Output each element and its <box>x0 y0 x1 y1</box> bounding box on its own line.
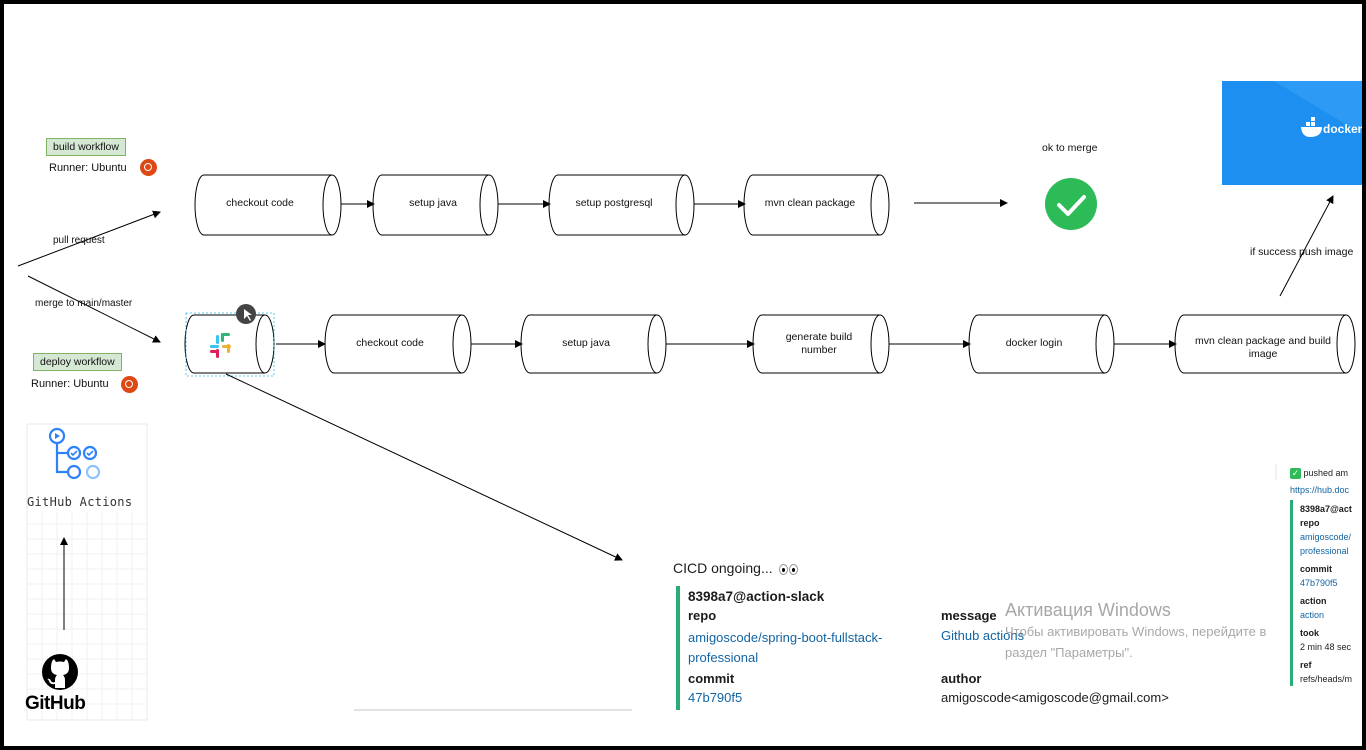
merge-arrow <box>27 275 161 343</box>
deploy-step-mvn-image: mvn clean package and build image <box>1194 335 1331 361</box>
slack-message-bar <box>676 586 680 710</box>
deploy-step-java: setup java <box>562 337 610 349</box>
deploy-workflow-tag: deploy workflow <box>33 353 122 371</box>
build-step-mvn: mvn clean package <box>764 197 856 209</box>
slack-author-value: amigoscode<amigoscode@gmail.com> <box>941 690 1169 705</box>
pull-request-arrow <box>17 210 161 267</box>
slack-message-link[interactable]: Github actions <box>941 628 1025 643</box>
deploy-step-checkout-shape <box>324 314 472 374</box>
ubuntu-icon <box>121 376 138 393</box>
slack-author-label: author <box>941 671 982 686</box>
merge-label: merge to main/master <box>35 298 133 309</box>
build-step-postgres: setup postgresql <box>575 197 653 209</box>
build-runner-label: Runner: Ubuntu <box>49 162 127 174</box>
deploy-step-mvn-image-shape <box>1174 314 1356 374</box>
windows-activation-title: Активация Windows <box>1005 600 1171 620</box>
slack-repo-label: repo <box>688 608 717 623</box>
diagram-canvas: build workflow Runner: Ubuntu pull reque… <box>4 4 1362 746</box>
build-workflow-tag: build workflow <box>46 138 126 156</box>
windows-activation-line: Чтобы активировать Windows, перейдите в <box>1005 624 1267 639</box>
ok-to-merge-label: ok to merge <box>1042 142 1098 154</box>
side-message-link[interactable]: https://hub.doc <box>1290 485 1350 495</box>
diagram-shapes <box>17 81 1362 721</box>
build-step-postgres-shape <box>548 174 695 236</box>
check-box-icon: ✓ <box>1290 468 1301 480</box>
build-step-java: setup java <box>409 197 457 209</box>
side-message-bar <box>1290 500 1293 686</box>
slack-sender: 8398a7@action-slack <box>688 589 825 604</box>
build-step-java-shape <box>372 174 499 236</box>
github-actions-icon <box>48 427 101 480</box>
ok-check-icon <box>1045 178 1097 230</box>
slack-commit-link[interactable]: 47b790f5 <box>688 690 743 705</box>
slack-logo-icon <box>210 333 231 358</box>
slack-notify-shape <box>184 312 275 377</box>
side-message-fields: 8398a7@act repo amigoscode/ professional… <box>1300 504 1353 684</box>
build-step-mvn-shape <box>743 174 890 236</box>
build-step-checkout: checkout code <box>226 197 294 209</box>
side-message-header: ✓ pushed am <box>1290 468 1349 480</box>
slack-message-title: CICD ongoing... <box>673 560 773 576</box>
deploy-step-buildnum-shape <box>752 314 890 374</box>
docker-wordmark: docker <box>1323 122 1362 136</box>
slack-repo-link[interactable]: amigoscode/spring-boot-fullstack- profes… <box>688 630 883 665</box>
slack-message-card: CICD ongoing... <box>673 560 1213 576</box>
push-image-label: if success push image <box>1250 246 1354 258</box>
deploy-step-build-number: generate build number <box>785 331 853 357</box>
cursor-indicator <box>236 304 256 324</box>
pull-request-label: pull request <box>53 235 105 246</box>
github-actions-label: GitHub Actions <box>27 495 133 509</box>
github-wordmark: GitHub <box>25 693 86 714</box>
deploy-step-java-shape <box>520 314 667 374</box>
eyes-emoji-icon <box>778 560 798 576</box>
docker-hub-panel <box>1222 81 1362 185</box>
docker-whale-icon <box>1301 117 1322 137</box>
slack-message-label: message <box>941 608 997 623</box>
deploy-runner-label: Runner: Ubuntu <box>31 378 109 390</box>
slack-commit-label: commit <box>688 671 735 686</box>
deploy-step-docker-login: docker login <box>1005 337 1063 349</box>
windows-activation-line: раздел "Параметры". <box>1005 645 1133 660</box>
build-step-checkout-shape <box>194 174 342 236</box>
deploy-step-docker-login-shape <box>968 314 1115 374</box>
ubuntu-icon <box>140 159 157 176</box>
github-logo-icon <box>42 654 78 690</box>
deploy-step-checkout: checkout code <box>356 337 424 349</box>
